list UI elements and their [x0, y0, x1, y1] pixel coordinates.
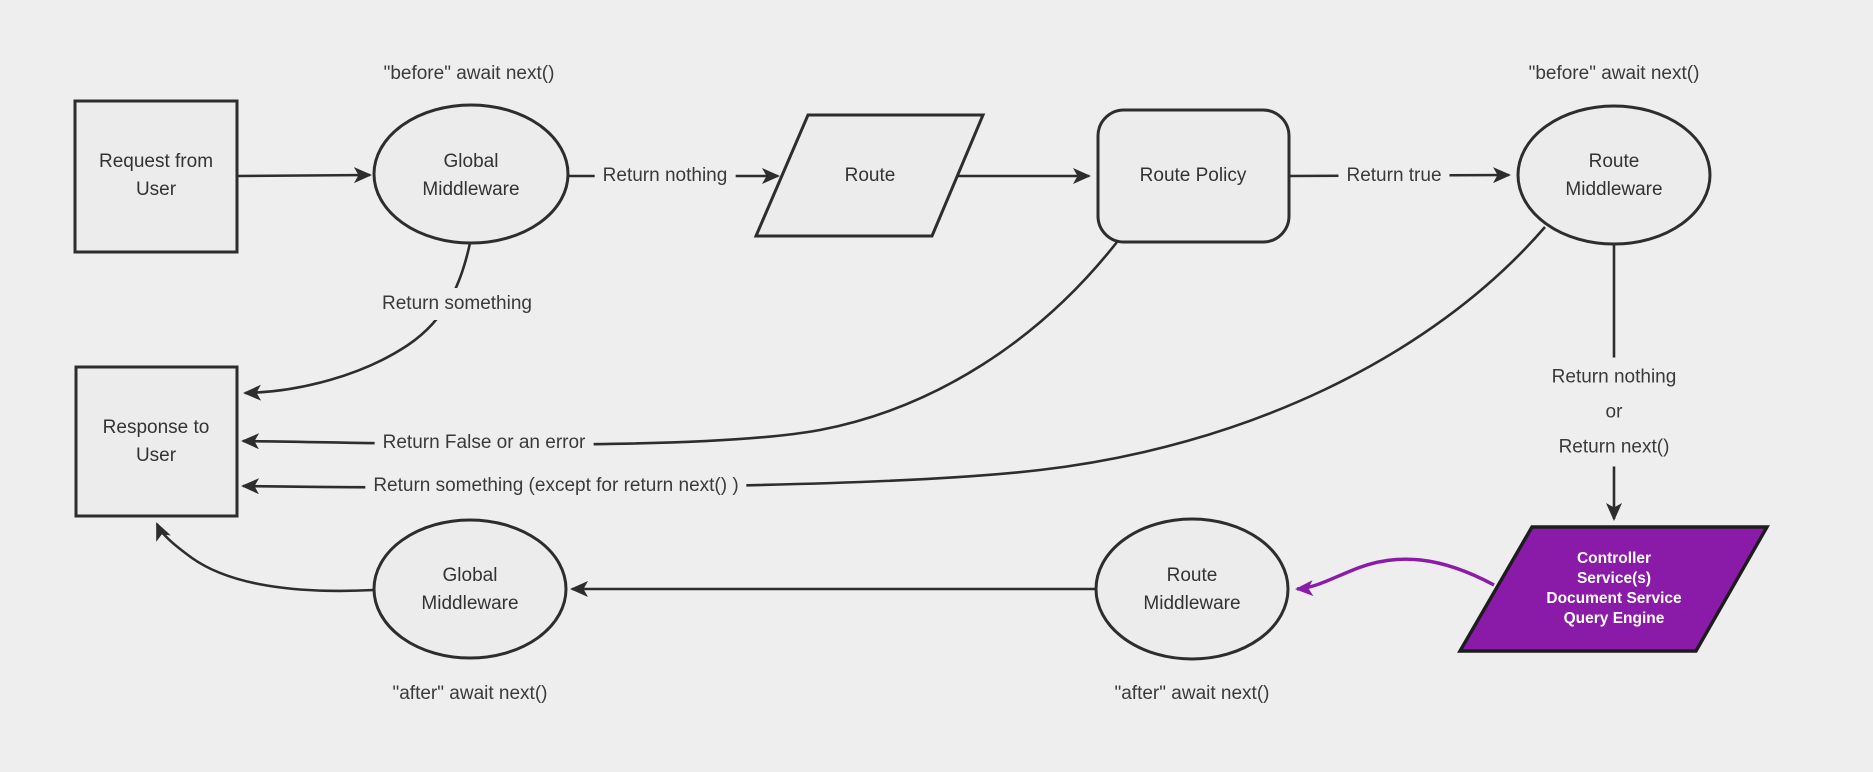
edge-routepolicy-return-false — [241, 241, 1119, 450]
edge-globalmwbottom-to-response — [155, 522, 375, 593]
edge-routemw-return-something-except — [241, 226, 1546, 495]
route-node-shape — [753, 113, 986, 238]
edge-request-to-globalmw — [236, 167, 372, 184]
edge-routepolicy-to-routemw — [1288, 167, 1511, 184]
global-middleware-top-shape — [372, 103, 570, 245]
route-policy-shape — [1096, 108, 1291, 244]
response-node-shape — [74, 365, 239, 518]
edge-controller-to-routemwbottom — [1295, 557, 1495, 597]
route-middleware-top-shape — [1516, 104, 1712, 246]
route-middleware-bottom-shape — [1094, 517, 1290, 661]
controller-node-shape — [1457, 525, 1770, 653]
edge-globalmw-return-something — [243, 242, 472, 401]
nodes — [73, 99, 1770, 661]
request-node-shape — [73, 99, 239, 254]
global-middleware-bottom-shape — [372, 518, 568, 660]
